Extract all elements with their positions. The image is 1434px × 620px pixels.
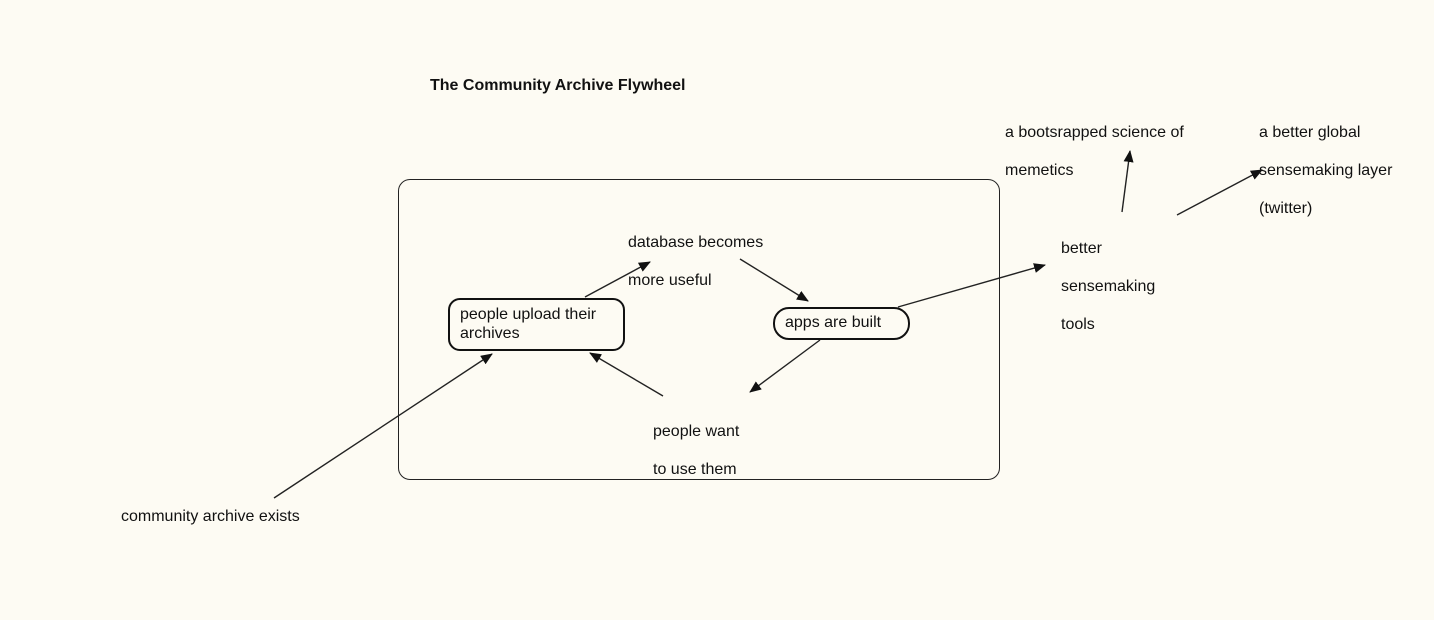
label-tools-line3: tools [1061, 316, 1095, 333]
label-tools-line1: better [1061, 240, 1102, 257]
label-global-line2: sensemaking layer [1259, 162, 1393, 179]
label-database-line1: database becomes [628, 234, 764, 251]
edge-exists-to-upload [273, 353, 493, 499]
label-science-of-memetics: a bootsrapped science of memetics [1005, 104, 1184, 199]
label-memetics-line1: a bootsrapped science of [1005, 124, 1184, 141]
edge-upload-to-database [584, 261, 651, 298]
label-global-sensemaking-layer: a better global sensemaking layer (twitt… [1259, 104, 1392, 237]
edge-tools-to-global [1176, 169, 1263, 216]
edge-want-to-upload [589, 352, 664, 397]
label-database-line2: more useful [628, 272, 712, 289]
label-tools-line2: sensemaking [1061, 278, 1156, 295]
label-global-line1: a better global [1259, 124, 1361, 141]
label-community-archive-exists: community archive exists [121, 508, 300, 525]
node-apps-are-built: apps are built [773, 307, 910, 340]
edge-tools-to-memetics [1121, 150, 1134, 213]
label-better-sensemaking-tools: better sensemaking tools [1061, 220, 1155, 353]
node-people-upload-line1: people upload their [460, 306, 597, 323]
label-global-line3: (twitter) [1259, 200, 1313, 217]
flywheel-frame [398, 179, 1000, 480]
diagram-title: The Community Archive Flywheel [430, 77, 686, 94]
node-apps-are-built-label: apps are built [785, 314, 882, 331]
edge-apps-to-want [749, 339, 821, 393]
label-memetics-line2: memetics [1005, 162, 1074, 179]
label-database-becomes-more-useful: database becomes more useful [628, 214, 763, 309]
node-people-upload-line2: archives [460, 325, 520, 342]
label-people-want-to-use-them: people want to use them [653, 403, 739, 498]
label-want-line2: to use them [653, 461, 737, 478]
edge-apps-to-tools [897, 263, 1046, 308]
edge-database-to-apps [739, 258, 809, 302]
label-want-line1: people want [653, 423, 740, 440]
node-people-upload: people upload their archives [448, 298, 625, 351]
